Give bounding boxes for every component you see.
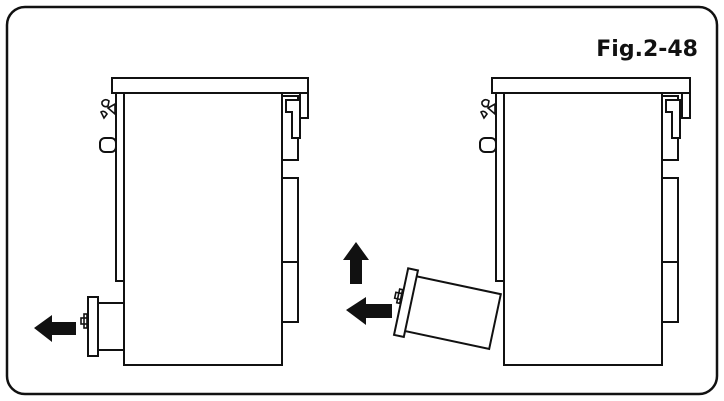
left-filter-cap	[87, 296, 99, 357]
appliance-right	[343, 77, 691, 366]
right-filter-knob-icon	[393, 288, 404, 305]
left-filter-cartridge	[95, 302, 125, 351]
left-main-body	[123, 92, 283, 366]
right-up-arrow-icon	[343, 242, 369, 284]
right-side-panel-bottom	[661, 261, 679, 323]
left-side-panel-middle	[281, 177, 299, 263]
left-lid-back-lip	[299, 92, 309, 119]
left-side-panel-bottom	[281, 261, 299, 323]
right-latch-icon	[479, 98, 496, 120]
left-front-panel	[115, 92, 125, 282]
left-filter-knob-icon	[80, 313, 89, 329]
right-pull-arrow-icon	[346, 297, 392, 325]
right-side-hinge	[665, 99, 681, 139]
left-pull-arrow-icon	[34, 315, 76, 342]
right-side-panel-middle	[661, 177, 679, 263]
right-lid-back-lip	[681, 92, 691, 119]
left-side-hinge	[285, 99, 301, 139]
figure-label: Fig.2-48	[596, 37, 698, 62]
right-filter-cap	[392, 267, 420, 339]
right-front-panel	[495, 92, 505, 282]
right-main-body	[503, 92, 663, 366]
left-top-lid	[111, 77, 309, 94]
left-latch-icon	[99, 98, 116, 120]
right-control-knob	[479, 137, 497, 153]
left-control-knob	[99, 137, 117, 153]
appliance-left	[34, 77, 309, 366]
right-top-lid	[491, 77, 691, 94]
right-filter-cartridge-tilted	[392, 267, 503, 351]
